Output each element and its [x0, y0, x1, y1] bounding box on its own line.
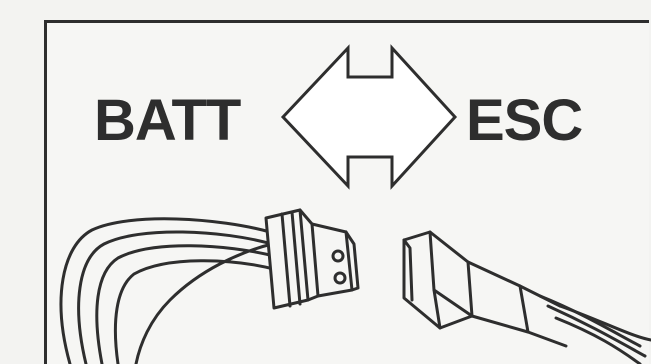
esc-connector-icon [404, 232, 651, 364]
battery-connector-icon [61, 210, 358, 364]
double-arrow-icon [283, 48, 455, 186]
